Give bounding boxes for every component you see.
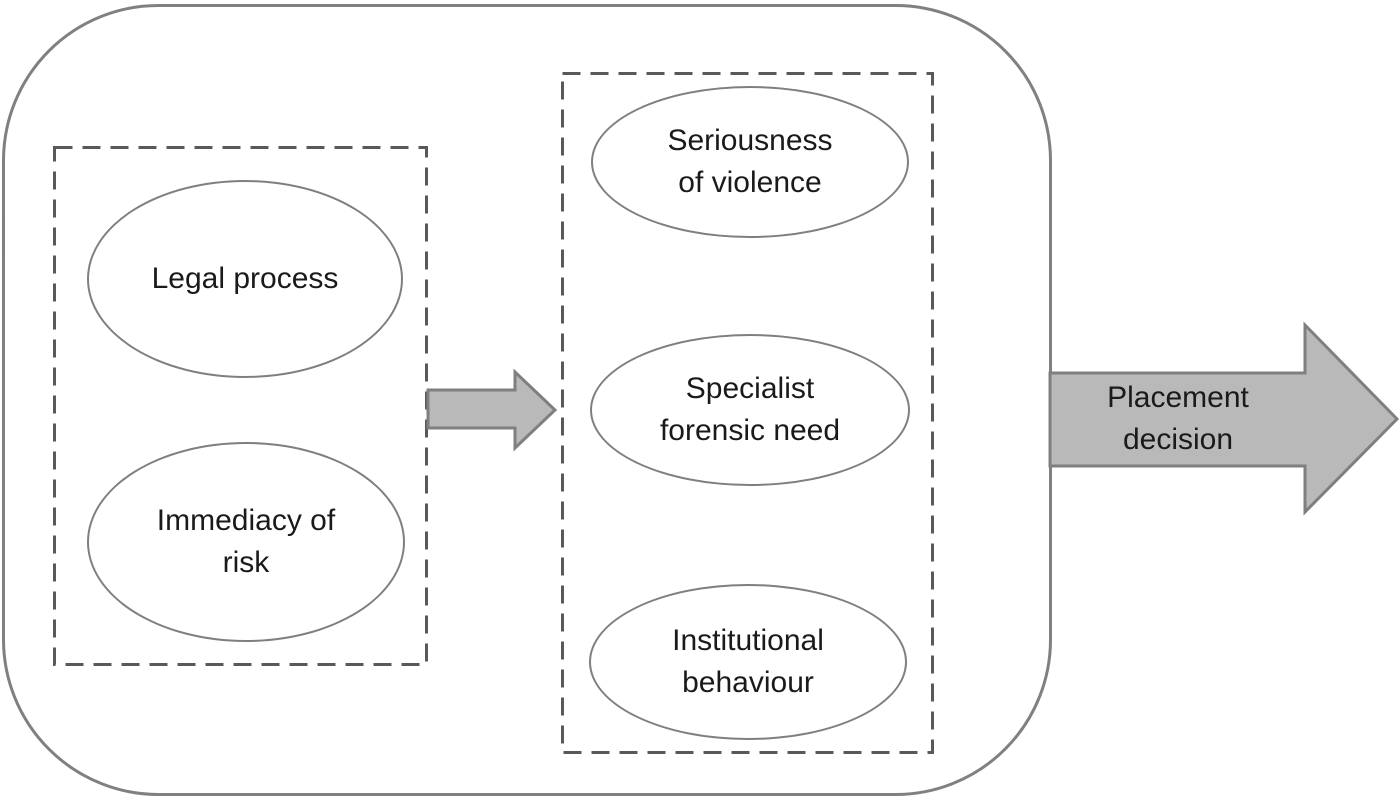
middle-factor-group-box <box>561 72 934 754</box>
node-specialist-forensic-need: Specialist forensic need <box>590 334 910 486</box>
node-specialist-forensic-need-label: Specialist forensic need <box>659 372 841 447</box>
placement-decision-arrow <box>1048 321 1400 516</box>
node-institutional-behaviour-label: Institutional behaviour <box>672 624 824 699</box>
placement-arrow-label-text: Placement decision <box>1107 381 1249 456</box>
node-seriousness-of-violence-label: Seriousness of violence <box>667 124 833 199</box>
node-seriousness-of-violence: Seriousness of violence <box>591 86 909 238</box>
connector-arrow <box>426 368 558 452</box>
placement-arrow-label: Placement decision <box>1050 371 1306 467</box>
node-legal-process-label: Legal process <box>151 262 339 295</box>
node-legal-process: Legal process <box>87 180 403 378</box>
node-immediacy-of-risk-label: Immediacy of risk <box>156 504 336 579</box>
node-immediacy-of-risk: Immediacy of risk <box>87 442 405 642</box>
node-institutional-behaviour: Institutional behaviour <box>589 584 907 740</box>
